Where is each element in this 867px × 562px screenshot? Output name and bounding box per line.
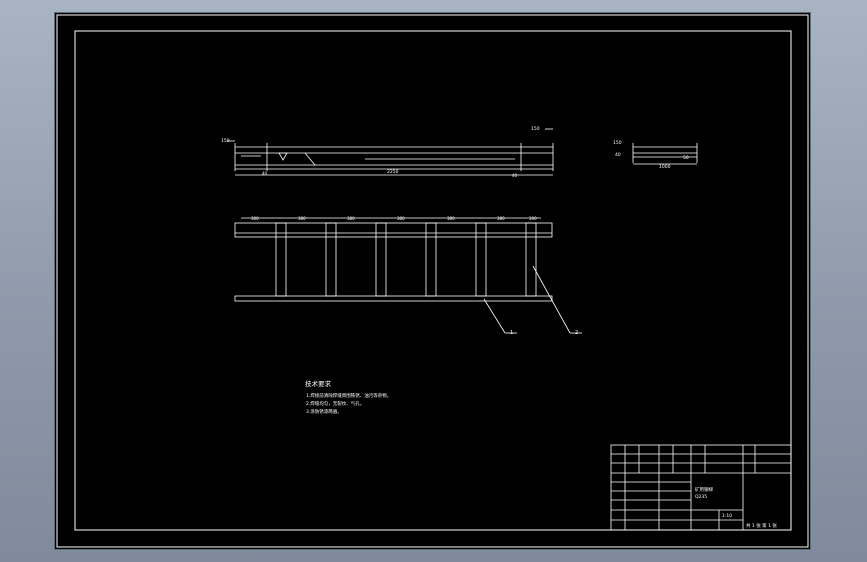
side-dim-offset: 40: [615, 152, 621, 158]
leader-1: [483, 298, 506, 334]
balloon-2: 2: [575, 330, 578, 336]
outer-border: [56, 14, 809, 548]
rung-2: [325, 222, 337, 297]
bay-dim-2: 380: [298, 216, 306, 221]
weld-symbol-icon: [278, 152, 288, 161]
side-dim-width: 1000: [659, 164, 671, 170]
title-block: 矿用钢梯 Q235 1:10 共 1 张 第 1 张: [610, 444, 792, 531]
front-elevation-view: 150 150 40 40 2250: [221, 126, 554, 178]
dim-overall-length: 2250: [387, 169, 399, 175]
weld-transition: [304, 152, 316, 166]
bay-dim-5: 380: [447, 216, 455, 221]
bay-dim-1: 300: [251, 216, 259, 221]
top-rail: [234, 222, 553, 238]
rung-4: [425, 222, 437, 297]
title-block-material: Q235: [695, 494, 707, 500]
bay-dim-4: 380: [397, 216, 405, 221]
title-block-frame: [610, 444, 792, 531]
leader-2: [532, 265, 571, 334]
inner-border: [74, 30, 792, 531]
rung-1: [275, 222, 287, 297]
dim-left-height: 150: [221, 138, 230, 144]
side-dim-thickness: 50: [683, 155, 689, 161]
title-block-part-name: 矿用钢梯: [695, 486, 713, 493]
bay-dim-6: 380: [497, 216, 505, 221]
notes-line-1: 1.焊接前清除焊缝周围铁锈、油污等杂物。: [306, 392, 391, 399]
cad-drawing: 150 150 40 40 2250 150 1000 50 40 300 38…: [56, 14, 809, 548]
dim-right-offset: 40: [512, 173, 518, 178]
dim-right-height: 150: [531, 126, 540, 132]
notes-line-2: 2.焊缝均匀，无裂纹、气孔。: [306, 400, 364, 407]
bay-dim-3: 380: [347, 216, 355, 221]
bay-dim-7: 100: [529, 216, 537, 221]
plan-view: 300 380 380 380 380 380 100 1 2: [234, 216, 582, 336]
notes-line-3: 3.涂防锈漆两遍。: [306, 408, 342, 415]
dim-left-offset: 40: [262, 171, 268, 176]
side-dim-height: 150: [613, 140, 622, 146]
title-block-scale: 1:10: [722, 513, 732, 519]
drawing-sheet: 150 150 40 40 2250 150 1000 50 40 300 38…: [55, 13, 810, 549]
notes-title: 技术要求: [305, 379, 332, 388]
rung-3: [375, 222, 387, 297]
rung-5: [475, 222, 487, 297]
rung-6: [525, 222, 537, 297]
bottom-rail: [234, 295, 553, 302]
title-block-sheet: 共 1 张 第 1 张: [746, 522, 777, 529]
side-view: 150 1000 50 40: [613, 140, 698, 170]
balloon-1: 1: [510, 330, 513, 336]
technical-notes: 技术要求 1.焊接前清除焊缝周围铁锈、油污等杂物。 2.焊缝均匀，无裂纹、气孔。…: [305, 379, 391, 415]
